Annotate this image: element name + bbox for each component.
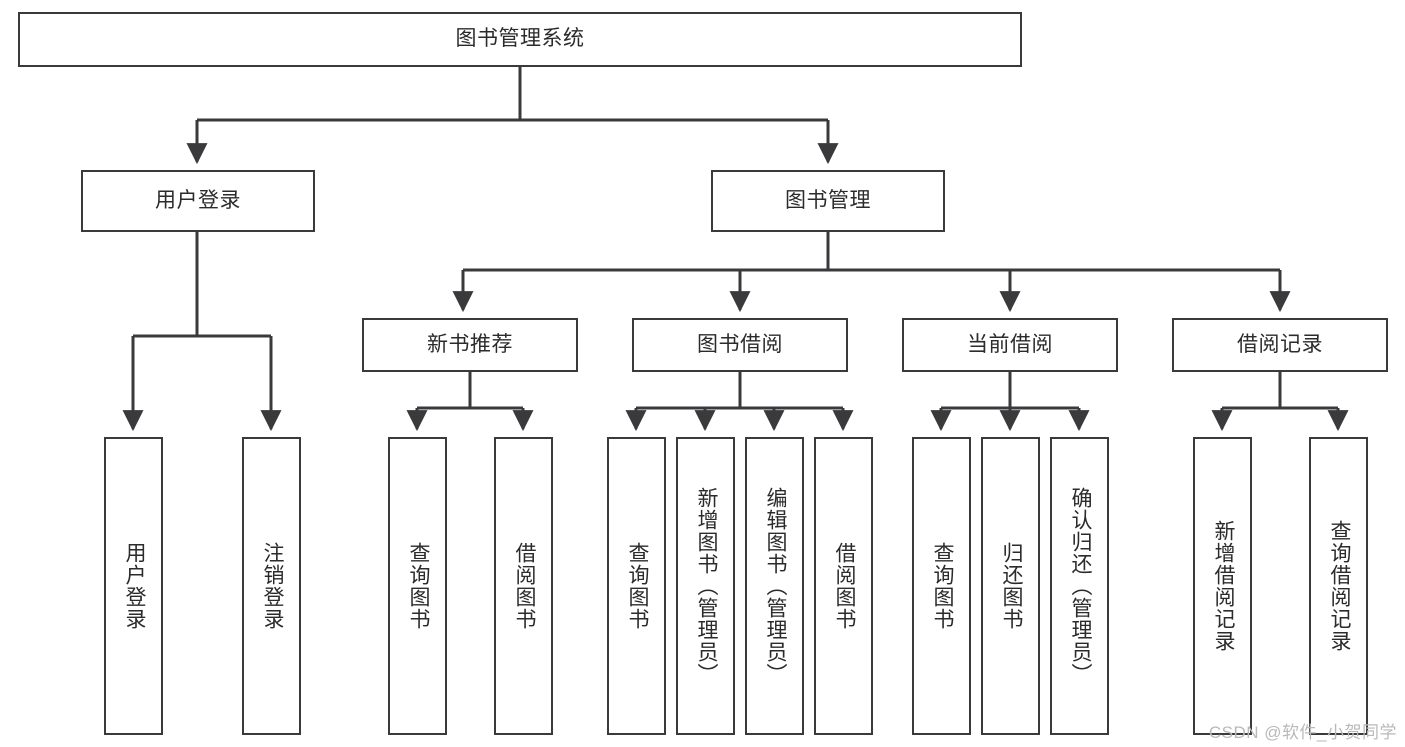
leaf-cb-return-book[interactable]: 归还图书 xyxy=(981,437,1040,735)
node-label: 借阅图书 xyxy=(832,542,856,630)
node-book-borrow[interactable]: 图书借阅 xyxy=(632,318,848,372)
leaf-bb-query-book[interactable]: 查询图书 xyxy=(607,437,666,735)
leaf-nbr-query-book[interactable]: 查询图书 xyxy=(388,437,447,735)
node-book-management[interactable]: 图书管理 xyxy=(711,170,945,232)
node-root-book-management-system[interactable]: 图书管理系统 xyxy=(18,12,1022,67)
node-label: 查询图书 xyxy=(406,542,430,630)
leaf-cb-query-book[interactable]: 查询图书 xyxy=(912,437,971,735)
node-label: 图书管理系统 xyxy=(455,27,585,51)
leaf-bb-add-book-admin[interactable]: 新增图书（管理员） xyxy=(676,437,735,735)
leaf-bb-borrow-book[interactable]: 借阅图书 xyxy=(814,437,873,735)
node-label: 图书借阅 xyxy=(697,332,783,356)
node-label: 注销登录 xyxy=(260,542,284,630)
leaf-br-add-record[interactable]: 新增借阅记录 xyxy=(1193,437,1252,735)
node-label: 新增图书（管理员） xyxy=(694,487,718,685)
leaf-nbr-borrow-book[interactable]: 借阅图书 xyxy=(494,437,553,735)
leaf-logout[interactable]: 注销登录 xyxy=(242,437,301,735)
node-label: 查询图书 xyxy=(930,542,954,630)
node-label: 编辑图书（管理员） xyxy=(763,487,787,685)
leaf-br-query-record[interactable]: 查询借阅记录 xyxy=(1309,437,1368,735)
node-label: 新增借阅记录 xyxy=(1211,520,1235,652)
node-label: 用户登录 xyxy=(155,188,241,212)
node-label: 归还图书 xyxy=(999,542,1023,630)
node-user-login[interactable]: 用户登录 xyxy=(81,170,315,232)
leaf-bb-edit-book-admin[interactable]: 编辑图书（管理员） xyxy=(745,437,804,735)
node-label: 确认归还（管理员） xyxy=(1068,487,1092,685)
leaf-cb-confirm-return-admin[interactable]: 确认归还（管理员） xyxy=(1050,437,1109,735)
node-label: 借阅记录 xyxy=(1237,332,1323,356)
node-label: 查询借阅记录 xyxy=(1327,520,1351,652)
node-label: 当前借阅 xyxy=(967,332,1053,356)
node-label: 新书推荐 xyxy=(427,332,513,356)
node-label: 用户登录 xyxy=(122,542,146,630)
node-label: 图书管理 xyxy=(785,188,871,212)
node-borrow-record[interactable]: 借阅记录 xyxy=(1172,318,1388,372)
node-new-book-recommend[interactable]: 新书推荐 xyxy=(362,318,578,372)
node-current-borrow[interactable]: 当前借阅 xyxy=(902,318,1118,372)
node-label: 借阅图书 xyxy=(512,542,536,630)
leaf-user-login[interactable]: 用户登录 xyxy=(104,437,163,735)
node-label: 查询图书 xyxy=(625,542,649,630)
